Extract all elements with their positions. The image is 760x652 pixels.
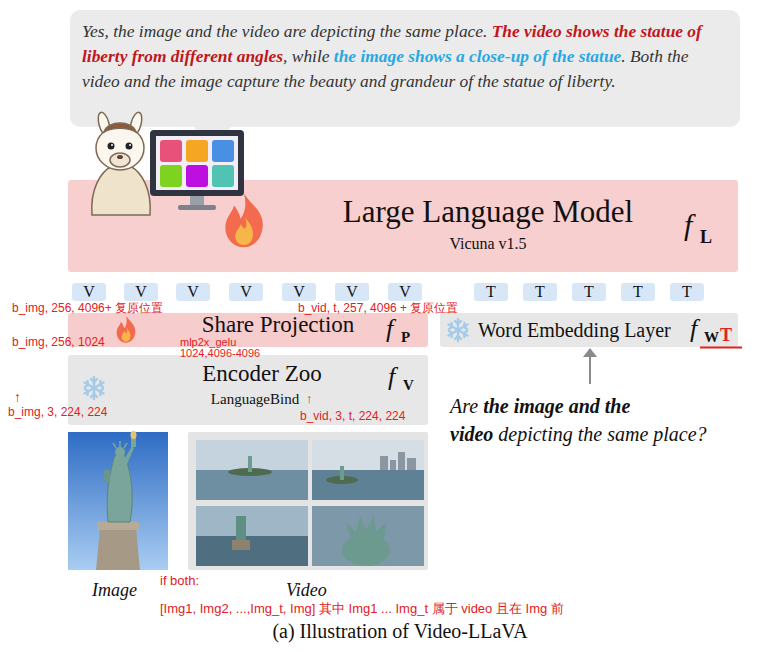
monitor-icon (150, 130, 244, 210)
token-letter: T (682, 283, 692, 301)
shape-annotation: b_img, 256, 1024 (12, 336, 105, 348)
visual-token-fill (229, 283, 263, 301)
token-letter: V (83, 283, 95, 301)
text-token-fill (523, 283, 557, 301)
text-token: T (621, 283, 655, 301)
shape-annotation: b_vid, t, 257, 4096 + 复原位置 (298, 302, 458, 314)
speech-bubble-fill (70, 10, 740, 127)
token-letter: V (240, 283, 252, 301)
order-annotation: if both: (160, 574, 199, 588)
visual-token: V (229, 283, 263, 301)
visual-token: V (124, 283, 158, 301)
projection-box: Share Projection fP (68, 313, 428, 347)
embedding-box-fill (440, 313, 738, 347)
token-letter: T (486, 283, 496, 301)
speech-bubble: Yes, the image and the video are depicti… (70, 10, 740, 127)
token-letter: T (535, 283, 545, 301)
annotation-underline (700, 347, 742, 349)
function-symbol: f (388, 363, 395, 391)
token-letter: T (633, 283, 643, 301)
llm-band: Large Language ModelVicuna v1.5 fL (68, 180, 738, 272)
projection-box-fill (68, 313, 428, 347)
question-text: depicting the same place? (498, 423, 706, 445)
box-title: Share Projection (202, 313, 355, 337)
function-subscript: V (403, 377, 414, 393)
question-block: Arethe image and the videodepicting the … (450, 392, 742, 448)
text-token-fill (670, 283, 704, 301)
frozen-snowflake (85, 377, 104, 399)
visual-token: V (176, 283, 210, 301)
llama-icon (92, 111, 151, 215)
answer-text: , while (283, 46, 329, 66)
input-label: Video (286, 580, 327, 600)
frozen-snowflake (449, 319, 468, 341)
function-subscript: W (704, 329, 719, 345)
token-letter: V (135, 283, 147, 301)
trainable-flame (225, 193, 262, 247)
input-arrowhead (583, 348, 597, 357)
token-letter: V (187, 283, 199, 301)
function-symbol: f (684, 208, 692, 242)
text-token: T (572, 283, 606, 301)
model-name: Vicuna v1.5 (449, 234, 526, 254)
video-frames (188, 432, 428, 570)
token-letter: V (346, 283, 358, 301)
visual-token-fill (176, 283, 210, 301)
layer-annotation: mlp2x_gelu (180, 337, 236, 348)
answer-text: Yes, the image and the video are depicti… (82, 21, 487, 41)
visual-token-fill (124, 283, 158, 301)
subscript-annotation: T (720, 326, 732, 344)
visual-token: V (282, 283, 316, 301)
token-letter: V (293, 283, 305, 301)
visual-token: V (388, 283, 422, 301)
token-letter: V (399, 283, 411, 301)
box-title: Encoder Zoo (202, 361, 321, 387)
visual-token-fill (72, 283, 106, 301)
text-token-fill (474, 283, 508, 301)
text-token-fill (621, 283, 655, 301)
text-token: T (670, 283, 704, 301)
order-annotation: [Img1, Img2, ...,Img_t, Img] 其中 Img1 ...… (160, 602, 564, 616)
statue-photo (68, 431, 168, 570)
question-text: Are (450, 395, 478, 417)
encoder-name: LanguageBind (211, 391, 299, 408)
visual-token-fill (282, 283, 316, 301)
bubble-text: Yes, the image and the video are depicti… (70, 10, 740, 103)
token-letter: T (584, 283, 594, 301)
highlighted-answer: the image shows a close-up of the statue (334, 46, 621, 66)
shape-annotation: b_vid, 3, t, 224, 224 (300, 410, 405, 422)
text-token: T (474, 283, 508, 301)
encoder-box-fill (68, 355, 428, 425)
function-subscript: P (401, 329, 410, 345)
text-token: T (523, 283, 557, 301)
function-subscript: L (700, 227, 712, 247)
annotation-arrow: ↑ (14, 390, 21, 404)
input-arrow (589, 355, 591, 384)
text-token-fill (572, 283, 606, 301)
visual-token-fill (335, 283, 369, 301)
shape-annotation: b_img, 256, 4096+ 复原位置 (12, 302, 163, 314)
model-title: Large Language Model (343, 194, 633, 230)
visual-token: V (335, 283, 369, 301)
annotation-arrow: ↑ (306, 392, 313, 406)
layer-annotation: 1024,4096-4096 (180, 348, 260, 359)
input-label: Image (92, 580, 137, 600)
visual-token-fill (388, 283, 422, 301)
figure-caption: (a) Illustration of Video-LLaVA (272, 619, 527, 643)
function-symbol: f (690, 315, 697, 343)
embedding-box: Word Embedding Layer fW (440, 313, 738, 347)
function-symbol: f (386, 315, 393, 343)
box-title: Word Embedding Layer (478, 318, 671, 342)
trainable-flame (117, 316, 136, 343)
visual-token: V (72, 283, 106, 301)
shape-annotation: b_img, 3, 224, 224 (8, 406, 107, 418)
